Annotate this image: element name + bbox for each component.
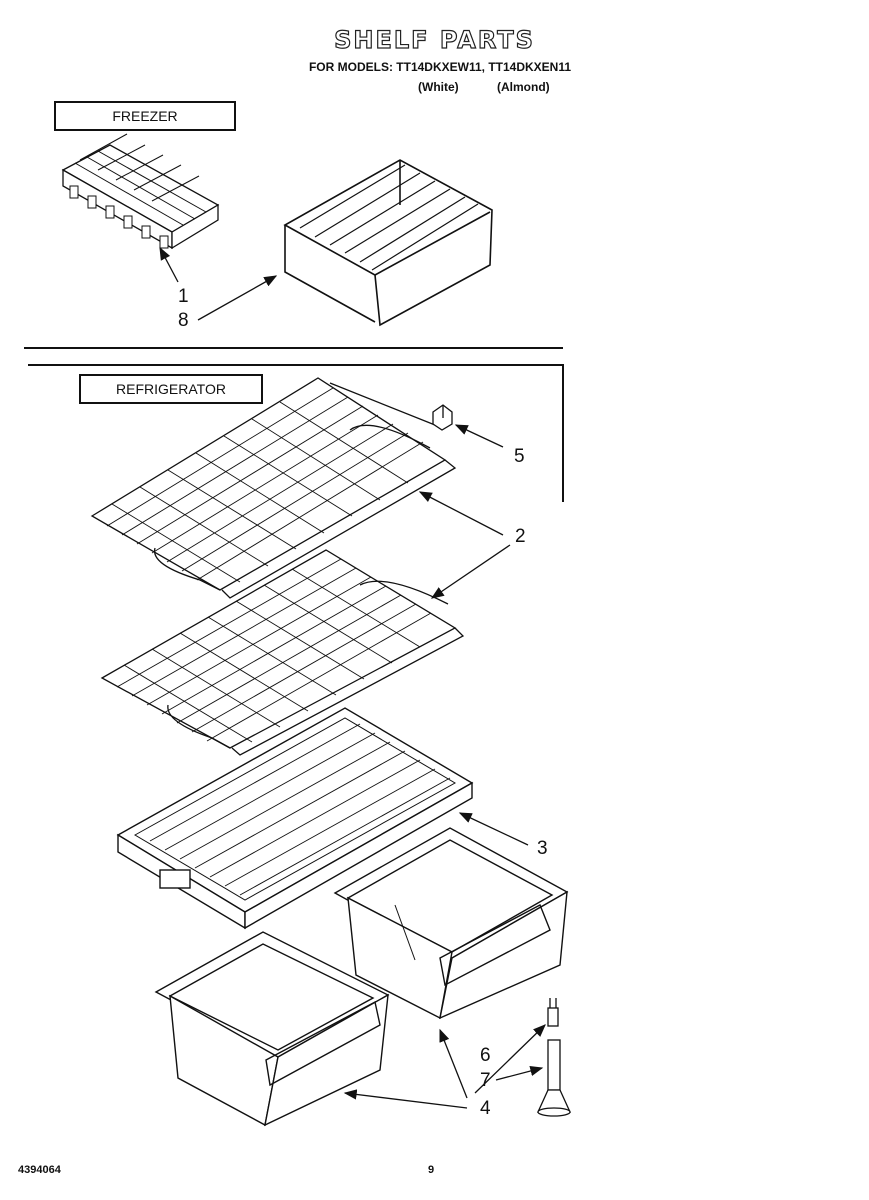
refrigerator-wire-shelf-lower (100, 549, 465, 756)
leader-3 (458, 812, 529, 846)
light-shield (536, 1039, 572, 1117)
page-title: SHELF PARTS (333, 25, 535, 54)
callout-8: 8 (178, 310, 189, 331)
leader-1 (159, 246, 179, 283)
ice-cube-tray (61, 133, 220, 250)
freezer-shelf (283, 159, 493, 327)
callout-2: 2 (515, 526, 526, 547)
section-divider (24, 347, 564, 502)
callout-3: 3 (537, 838, 548, 859)
variant-white-label: (White) (418, 80, 459, 94)
leader-2b (430, 544, 511, 599)
shelf-support (432, 404, 453, 431)
leader-4a (439, 1028, 468, 1099)
callout-7: 7 (480, 1070, 491, 1091)
document-number: 4394064 (18, 1164, 61, 1176)
callout-1: 1 (178, 286, 189, 307)
leader-2a (418, 491, 504, 536)
refrigerator-wire-shelf-upper (90, 377, 457, 599)
crisper-drawer-right (333, 827, 569, 1020)
crisper-drawer-left (154, 931, 390, 1127)
leader-4b (343, 1089, 468, 1109)
freezer-section-label: FREEZER (54, 101, 236, 131)
model-numbers: FOR MODELS: TT14DKXEW11, TT14DKXEN11 (308, 60, 572, 74)
leader-6 (474, 1024, 546, 1094)
page-number: 9 (428, 1164, 435, 1176)
variant-almond-label: (Almond) (497, 80, 550, 94)
callout-4: 4 (480, 1098, 491, 1119)
refrigerator-section-label: REFRIGERATOR (79, 374, 263, 404)
leader-8 (197, 275, 278, 321)
crisper-cover (116, 707, 474, 930)
leader-5 (454, 424, 504, 448)
leader-7 (495, 1065, 544, 1081)
light-socket (547, 998, 559, 1027)
callout-6: 6 (480, 1045, 491, 1066)
callout-5: 5 (514, 446, 525, 467)
